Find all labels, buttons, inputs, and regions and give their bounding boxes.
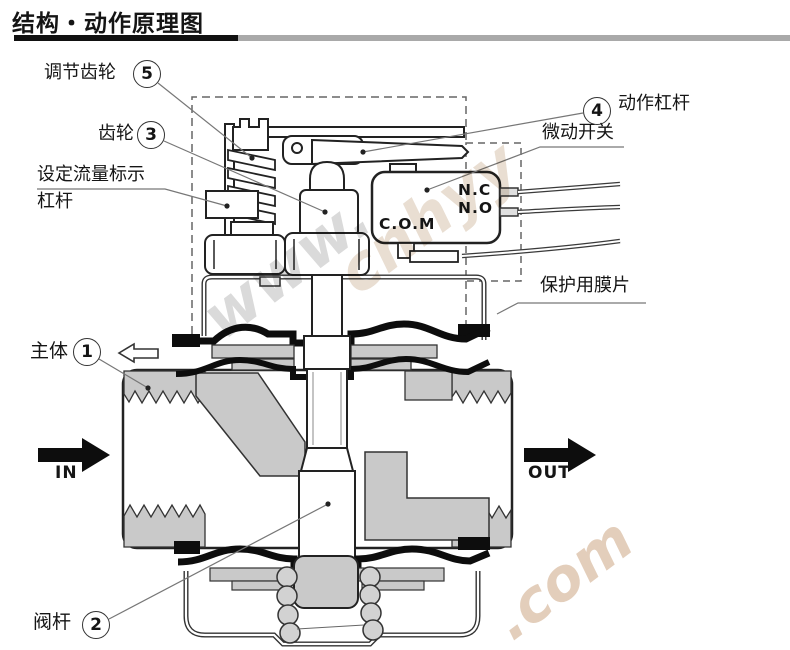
flow-indicator-lever-shape bbox=[205, 190, 259, 219]
upper-housing-shell bbox=[201, 274, 487, 340]
thread-left-bottom bbox=[123, 503, 206, 548]
plunger-block bbox=[299, 189, 359, 238]
page-title: 结构・动作原理图 bbox=[12, 11, 204, 37]
action-lever-shape bbox=[311, 138, 470, 166]
lever-top-bar bbox=[255, 126, 465, 138]
label-flow-out: OUT bbox=[528, 463, 571, 483]
callout-balloon-gear: 3 bbox=[137, 121, 165, 149]
micro-switch-body bbox=[370, 163, 519, 263]
label-micro-switch: 微动开关 bbox=[542, 122, 614, 143]
label-terminal-no: N.O bbox=[458, 199, 494, 217]
lever-pivot-hole bbox=[291, 142, 303, 154]
label-terminal-nc: N.C bbox=[458, 181, 492, 199]
in-arrow-icon bbox=[38, 438, 110, 472]
out-arrow-icon bbox=[524, 438, 596, 472]
leader-dots bbox=[145, 149, 430, 507]
label-terminal-com: C.O.M bbox=[379, 215, 436, 233]
label-gear: 齿轮 bbox=[98, 123, 134, 144]
spring-coil bbox=[276, 566, 384, 644]
terminal-nc bbox=[499, 187, 519, 197]
title-rule-gray bbox=[238, 35, 790, 41]
gear-mechanism bbox=[204, 118, 470, 276]
label-flow-in: IN bbox=[55, 463, 78, 483]
seal-left-lower bbox=[174, 541, 200, 554]
label-set-flow-line1: 设定流量标示 bbox=[37, 164, 145, 185]
callout-balloon-main-body: 1 bbox=[73, 338, 101, 366]
adjust-gear-shape bbox=[232, 118, 269, 151]
diaphragm-upper bbox=[176, 320, 491, 347]
label-main-body: 主体 bbox=[30, 340, 69, 362]
title-rule-black bbox=[14, 35, 238, 41]
label-protective-diaphragm: 保护用膜片 bbox=[540, 275, 630, 296]
leader-lines bbox=[37, 82, 646, 620]
callout-balloon-valve-stem: 2 bbox=[82, 611, 110, 639]
label-set-flow-line2: 杠杆 bbox=[37, 191, 73, 212]
label-valve-stem: 阀杆 bbox=[33, 611, 72, 633]
vent-arrow-icon bbox=[117, 342, 159, 364]
terminal-no bbox=[499, 207, 519, 217]
seal-right-lower bbox=[458, 537, 490, 550]
valve-plug bbox=[293, 555, 359, 609]
body-gray-right-top bbox=[404, 370, 453, 401]
lower-assembly bbox=[174, 537, 491, 647]
outlet-passage-elbow bbox=[364, 451, 490, 541]
bonnet-nuts bbox=[204, 232, 370, 276]
thread-right-top bbox=[451, 370, 512, 405]
label-action-lever: 动作杠杆 bbox=[618, 93, 690, 114]
diaphragm-lower bbox=[175, 355, 491, 380]
switch-plunger bbox=[309, 160, 345, 191]
label-adjust-gear: 调节齿轮 bbox=[44, 62, 116, 83]
callout-balloon-action-lever: 4 bbox=[583, 97, 611, 125]
callout-balloon-adjust-gear: 5 bbox=[133, 60, 161, 88]
diaphragm-assembly bbox=[172, 320, 491, 380]
switch-wires bbox=[461, 181, 621, 259]
